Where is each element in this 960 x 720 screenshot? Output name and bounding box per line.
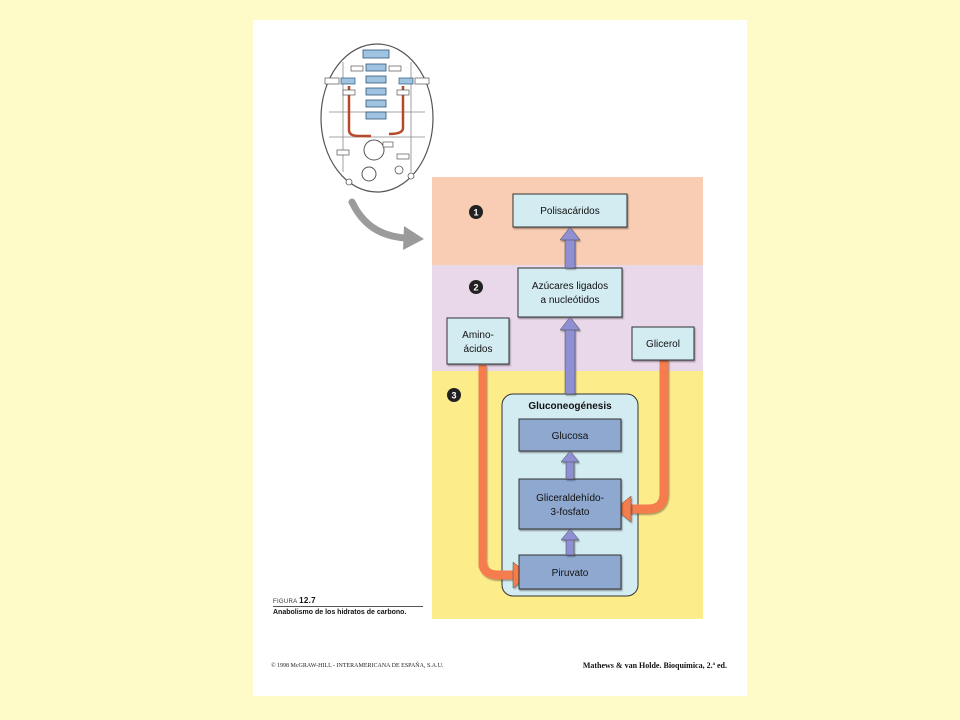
svg-text:Piruvato: Piruvato [552,568,589,579]
aminoacids-to-piruvato-arrow [477,365,516,580]
svg-text:Azúcares ligados: Azúcares ligados [532,281,608,292]
svg-text:Gliceraldehído-: Gliceraldehído- [536,493,604,504]
glicerol-to-gliceraldehido-arrow [628,360,669,514]
svg-text:a nucleótidos: a nucleótidos [541,295,600,306]
glicerol-arrowhead [614,495,632,523]
piruvato-to-gliceraldehido-arrow [560,528,580,556]
figure-title: Anabolismo de los hidratos de carbono. [273,609,407,616]
carbohydrate-anabolism-diagram: 1 2 3 Gluconeogénesis Polisacáridos Azúc… [432,177,703,619]
aminoacidos-node: Amino- ácidos [446,317,510,365]
slide-page: 1 2 3 Gluconeogénesis Polisacáridos Azúc… [253,20,747,696]
svg-text:Glicerol: Glicerol [646,339,680,350]
azucares-to-polisacaridos-arrow [559,226,581,269]
piruvato-node: Piruvato [518,554,622,590]
azucares-nucleotidos-node: Azúcares ligados a nucleótidos [517,267,623,318]
metabolism-overview-thumbnail [320,43,434,193]
figure-caption: FIGURA 12.7 Anabolismo de los hidratos d… [273,596,423,616]
figure-number: 12.7 [299,596,316,605]
glucosa-node: Glucosa [518,418,622,452]
step-2-marker: 2 [469,280,483,294]
polisacaridos-node: Polisacáridos [512,193,628,228]
pointer-arrow [348,198,424,250]
svg-text:3-fosfato: 3-fosfato [551,507,590,518]
svg-text:1: 1 [473,208,478,218]
step-3-marker: 3 [447,388,461,402]
step-1-marker: 1 [469,205,483,219]
svg-text:Amino-: Amino- [462,330,494,341]
svg-text:Glucosa: Glucosa [552,431,589,442]
glicerol-node: Glicerol [631,326,695,361]
svg-text:Polisacáridos: Polisacáridos [540,206,599,217]
figure-label: FIGURA 12.7 [273,596,423,607]
source-footer: Mathews & van Holde. Bioquímica, 2.ª ed. [582,661,727,670]
gluconeogenesis-title: Gluconeogénesis [528,401,612,412]
svg-text:ácidos: ácidos [464,344,493,355]
gliceraldehido-node: Gliceraldehído- 3-fosfato [518,478,622,530]
gliceraldehido-to-glucosa-arrow [560,450,580,480]
copyright-footer: © 1998 McGRAW-HILL - INTERAMERICANA DE E… [271,663,444,669]
svg-text:2: 2 [473,283,478,293]
svg-text:3: 3 [451,391,456,401]
gluconeogenesis-to-azucares-arrow [559,316,581,395]
